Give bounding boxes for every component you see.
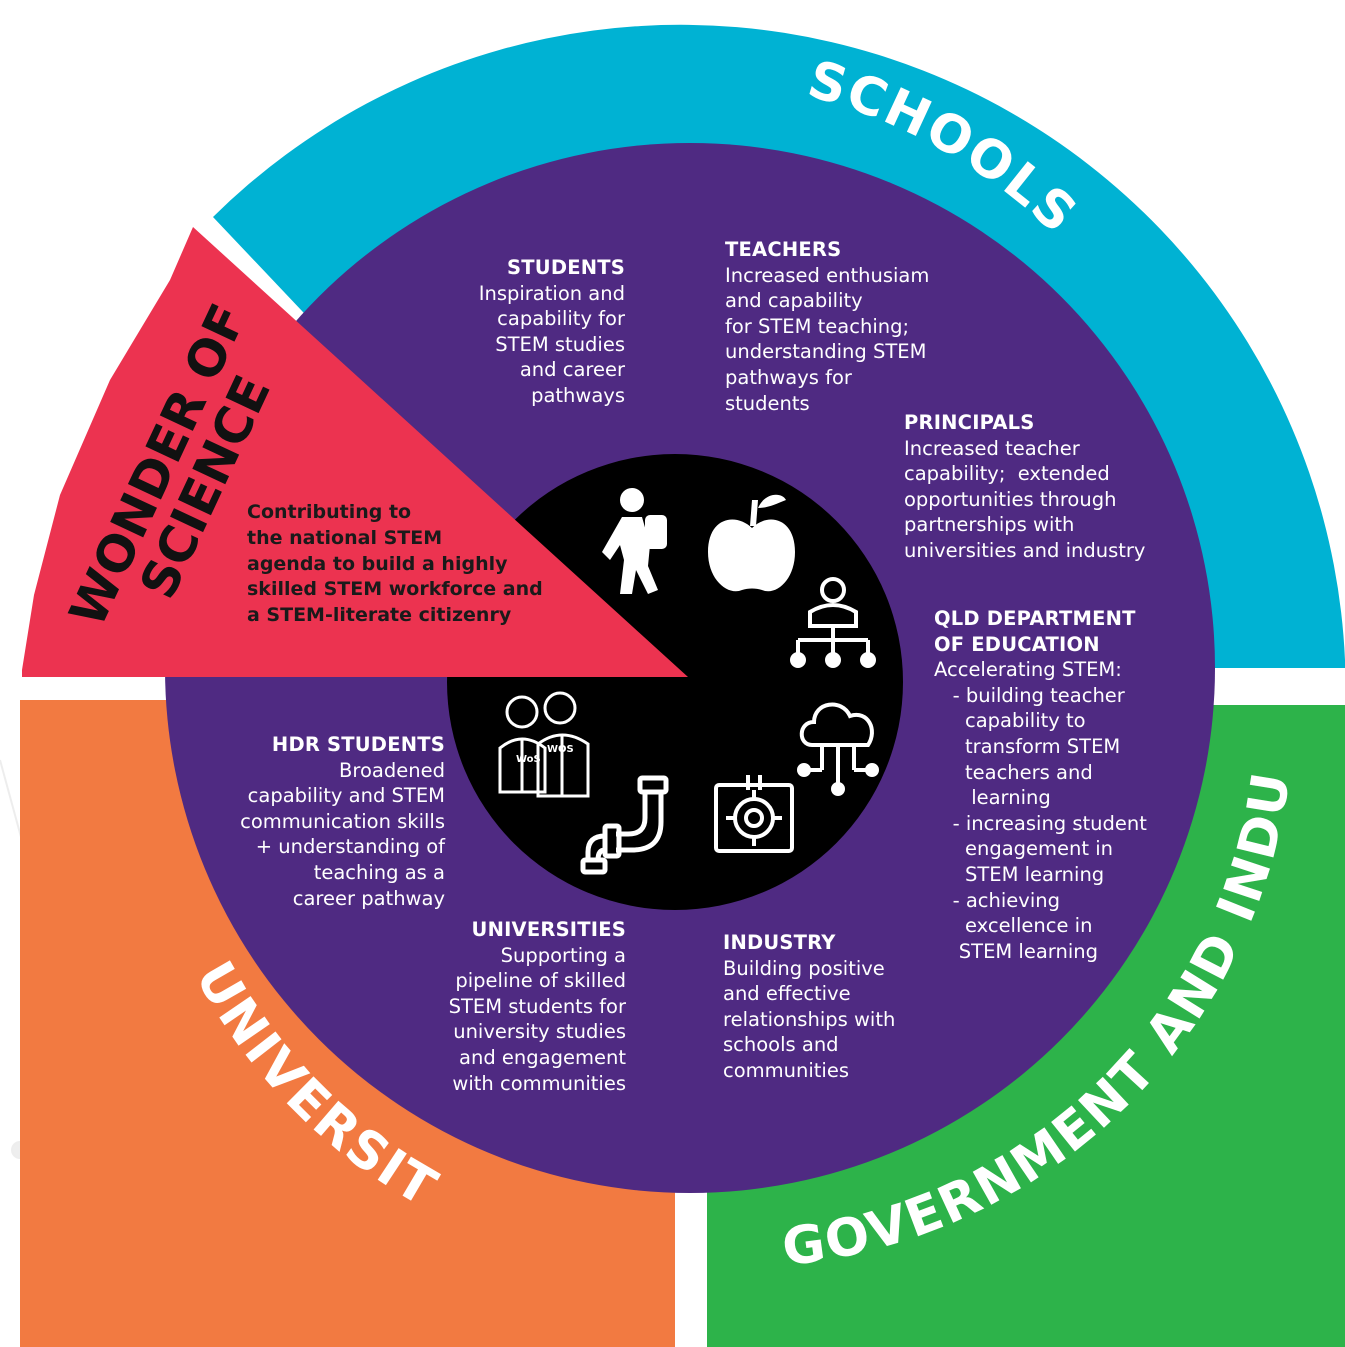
principals-heading: PRINCIPALS	[904, 411, 1035, 434]
students-block: STUDENTS Inspiration and capability for …	[479, 255, 625, 409]
qld-education-text-line: teachers and	[934, 760, 1093, 784]
qld-education-text-line: learning	[934, 786, 1051, 810]
researcher-badge-right: WOS	[547, 744, 574, 755]
teachers-text-line: Increased enthusiam	[725, 263, 930, 287]
leader-network-icon	[790, 577, 876, 668]
principals-text-line: capability; extended	[904, 462, 1110, 486]
industry-text-line: Building positive	[723, 956, 885, 980]
qld-education-text-line: excellence in	[934, 914, 1093, 938]
students-text-line: Inspiration and	[478, 281, 625, 305]
students-text-line: STEM studies	[495, 332, 625, 356]
principals-text-line: partnerships with	[904, 513, 1075, 537]
wos-desc-line: Contributing to	[247, 501, 412, 523]
hdr-students-text-line: teaching as a	[313, 860, 445, 884]
wonder-of-science-wedge	[22, 227, 688, 677]
teachers-text-line: for STEM teaching;	[725, 314, 910, 338]
hdr-students-text-line: capability and STEM	[247, 784, 445, 808]
qld-education-text-line: transform STEM	[934, 734, 1121, 758]
government-industry-segment	[707, 705, 1345, 1347]
principals-block: PRINCIPALS Increased teacher capability;…	[904, 410, 1145, 564]
universities-segment	[20, 700, 675, 1347]
researchers-icon	[498, 691, 590, 798]
universities-text-line: with communities	[452, 1071, 626, 1095]
teachers-block: TEACHERS Increased enthusiam and capabil…	[725, 237, 929, 416]
qld-education-text-line: - building teacher	[934, 683, 1125, 707]
gear-circuit-icon	[714, 775, 794, 853]
teachers-text-line: pathways for	[725, 365, 852, 389]
qld-education-heading: QLD DEPARTMENT	[934, 607, 1136, 630]
wos-desc-line: the national STEM	[247, 526, 443, 549]
hdr-students-text-line: + understanding of	[255, 835, 445, 859]
hdr-students-block: HDR STUDENTS Broadened capability and ST…	[240, 732, 445, 911]
qld-education-block: QLD DEPARTMENT OF EDUCATION Accelerating…	[934, 606, 1147, 964]
hdr-students-heading: HDR STUDENTS	[271, 733, 445, 756]
students-heading: STUDENTS	[507, 256, 625, 279]
wos-desc-line: a STEM-literate citizenry	[247, 604, 512, 627]
teachers-heading: TEACHERS	[725, 238, 842, 261]
principals-text-line: universities and industry	[904, 538, 1146, 562]
universities-text-line: pipeline of skilled	[455, 969, 626, 993]
teachers-text-line: understanding STEM	[725, 340, 927, 364]
students-text-line: pathways	[531, 383, 625, 407]
students-text-line: capability for	[497, 307, 625, 331]
universities-text-line: Supporting a	[500, 943, 626, 967]
principals-text-line: opportunities through	[904, 487, 1117, 511]
universities-text-line: and engagement	[459, 1045, 626, 1069]
universities-heading: UNIVERSITIES	[471, 918, 626, 941]
researcher-badge-left: WoS	[516, 754, 541, 765]
universities-text-line: STEM students for	[448, 994, 626, 1018]
students-text-line: and career	[519, 358, 625, 382]
wonder-of-science-description: Contributing to the national STEM agenda…	[247, 500, 577, 629]
hdr-students-text-line: Broadened	[339, 758, 445, 782]
universities-block: UNIVERSITIES Supporting a pipeline of sk…	[449, 917, 626, 1096]
industry-text-line: schools and	[723, 1033, 839, 1057]
industry-heading: INDUSTRY	[723, 931, 836, 954]
qld-education-text-line: - increasing student	[934, 811, 1147, 835]
principals-text-line: Increased teacher	[904, 436, 1080, 460]
industry-text-line: communities	[723, 1058, 849, 1082]
industry-block: INDUSTRY Building positive and effective…	[723, 930, 895, 1084]
universities-text-line: university studies	[453, 1020, 626, 1044]
hdr-students-text-line: communication skills	[240, 809, 445, 833]
qld-education-text-line: STEM learning	[934, 939, 1098, 963]
teachers-text-line: students	[725, 391, 810, 415]
wos-desc-line: skilled STEM workforce and	[247, 578, 543, 601]
wos-desc-line: agenda to build a highly	[247, 552, 508, 575]
industry-text-line: and effective	[723, 982, 851, 1006]
cloud-network-icon	[797, 702, 879, 796]
qld-education-heading: OF EDUCATION	[934, 632, 1100, 656]
apple-icon	[708, 494, 795, 592]
qld-education-text-line: - achieving	[934, 888, 1060, 912]
qld-education-text-line: Accelerating STEM:	[934, 658, 1122, 682]
pipeline-icon	[580, 775, 669, 875]
teachers-text-line: and capability	[725, 289, 863, 313]
student-walking-icon	[602, 488, 667, 594]
industry-text-line: relationships with	[723, 1007, 896, 1031]
qld-education-text-line: STEM learning	[934, 862, 1105, 886]
qld-education-text-line: engagement in	[934, 837, 1114, 861]
qld-education-text-line: capability to	[934, 709, 1086, 733]
hdr-students-text-line: career pathway	[292, 886, 445, 910]
